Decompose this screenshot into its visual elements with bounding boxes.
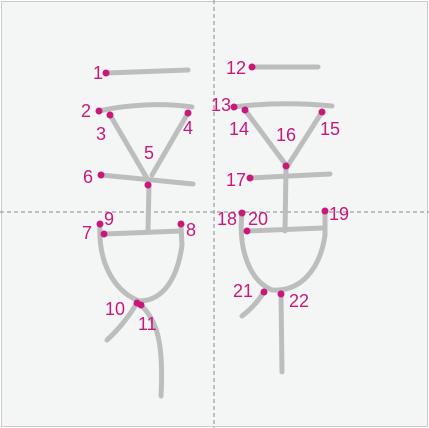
- stroke-number-label-3: 3: [96, 124, 106, 144]
- right-stroke-stem: [282, 166, 289, 234]
- left-stroke-crossbar: [101, 228, 184, 237]
- left-stroke-stem: [145, 181, 152, 235]
- stroke-number-label-19: 19: [329, 204, 349, 224]
- right-stroke-left-diagonal: [242, 107, 289, 168]
- stroke-number-label-6: 6: [83, 167, 93, 187]
- left-stroke-top-bar: [103, 67, 191, 76]
- stroke-start-dot-17: [246, 174, 254, 182]
- stroke-start-dot-11: [137, 301, 145, 309]
- stroke-start-dot-5: [144, 181, 152, 189]
- stroke-number-label-16: 16: [276, 125, 296, 145]
- stroke-number-label-8: 8: [186, 220, 196, 240]
- stroke-start-dot-20: [243, 227, 251, 235]
- stroke-start-dot-8: [177, 220, 185, 228]
- stroke-number-label-10: 10: [105, 299, 125, 319]
- stroke-start-dot-12: [248, 63, 256, 71]
- stroke-start-dot-7: [96, 220, 104, 228]
- left-stroke-left-leg: [104, 300, 140, 343]
- left-glyph: [96, 67, 196, 399]
- stroke-start-dot-18: [238, 209, 246, 217]
- stroke-number-label-7: 7: [82, 223, 92, 243]
- stroke-number-label-14: 14: [229, 119, 249, 139]
- stroke-start-dot-19: [321, 207, 329, 215]
- left-stroke-left-diagonal: [107, 112, 151, 183]
- stroke-start-dot-6: [97, 171, 105, 179]
- left-stroke-right-diagonal: [149, 110, 191, 178]
- right-glyph: [231, 64, 335, 375]
- stroke-number-label-5: 5: [144, 143, 154, 163]
- stroke-number-label-15: 15: [320, 119, 340, 139]
- left-stroke-second-bar: [96, 102, 195, 114]
- left-stroke-third-bar: [98, 172, 196, 187]
- stroke-number-label-11: 11: [138, 314, 157, 334]
- left-stroke-right-leg: [138, 302, 165, 399]
- right-stroke-third-bar: [247, 171, 333, 181]
- stroke-number-label-4: 4: [183, 118, 193, 138]
- right-stroke-crossbar: [244, 225, 326, 234]
- stroke-number-label-2: 2: [81, 101, 91, 121]
- right-stroke-second-bar: [231, 101, 335, 110]
- right-stroke-right-leg: [278, 291, 285, 375]
- stroke-number-label-1: 1: [93, 63, 103, 83]
- stroke-number-label-20: 20: [248, 209, 268, 229]
- stroke-number-label-9: 9: [104, 209, 114, 229]
- stroke-start-dot-9: [100, 230, 108, 238]
- stroke-start-dot-13: [230, 103, 238, 111]
- stroke-start-dot-22: [277, 290, 285, 298]
- stroke-start-dot-15: [318, 108, 326, 116]
- stroke-number-label-12: 12: [226, 58, 246, 78]
- stroke-start-dot-2: [95, 107, 103, 115]
- stroke-start-dot-16: [282, 162, 290, 170]
- stroke-start-dot-14: [241, 106, 249, 114]
- stroke-number-label-13: 13: [211, 95, 231, 115]
- right-stroke-bowl: [238, 208, 328, 293]
- stroke-number-label-21: 21: [233, 281, 253, 301]
- stroke-start-dot-21: [260, 288, 268, 296]
- stroke-number-label-22: 22: [289, 291, 309, 311]
- stroke-start-dot-1: [102, 69, 110, 77]
- stroke-start-dot-3: [106, 111, 114, 119]
- stroke-number-label-18: 18: [217, 209, 237, 229]
- right-stroke-right-diagonal: [284, 109, 325, 170]
- stroke-start-dot-4: [184, 109, 192, 117]
- stroke-number-label-17: 17: [226, 170, 246, 190]
